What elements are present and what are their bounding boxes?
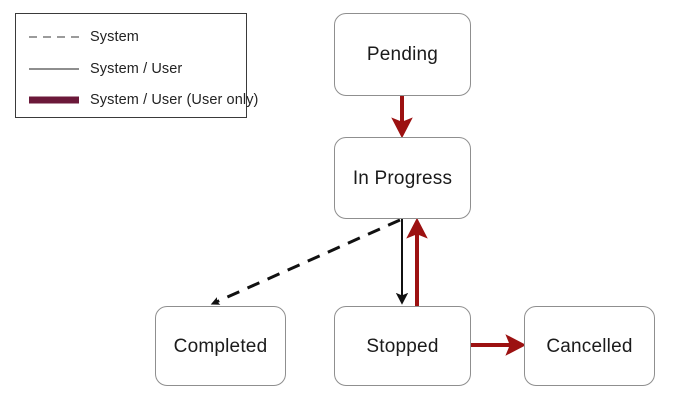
legend-item-system-user-label: System / User bbox=[90, 61, 183, 77]
state-node-pending[interactable]: Pending bbox=[334, 13, 471, 96]
state-node-cancelled[interactable]: Cancelled bbox=[524, 306, 655, 386]
legend-item-system-user-user-only: System / User (User only) bbox=[16, 87, 258, 113]
state-node-in-progress-label: In Progress bbox=[352, 167, 453, 189]
solid-line-swatch bbox=[28, 62, 80, 76]
legend-box: System System / User System / User (User… bbox=[15, 13, 258, 118]
dashed-line-swatch bbox=[28, 30, 80, 44]
legend-item-system-user-user-only-label: System / User (User only) bbox=[90, 92, 259, 108]
state-node-stopped-label: Stopped bbox=[366, 335, 439, 357]
legend-item-system: System bbox=[16, 24, 248, 50]
state-node-completed[interactable]: Completed bbox=[155, 306, 286, 386]
legend-item-system-label: System bbox=[90, 29, 139, 45]
thick-maroon-line-swatch bbox=[28, 93, 80, 107]
state-node-pending-label: Pending bbox=[366, 44, 439, 65]
state-node-in-progress[interactable]: In Progress bbox=[334, 137, 471, 219]
state-node-stopped[interactable]: Stopped bbox=[334, 306, 471, 386]
legend-item-system-user: System / User bbox=[16, 56, 248, 82]
state-node-cancelled-label: Cancelled bbox=[546, 335, 633, 357]
edge-in-progress-to-completed bbox=[210, 218, 401, 305]
state-node-completed-label: Completed bbox=[173, 335, 268, 357]
